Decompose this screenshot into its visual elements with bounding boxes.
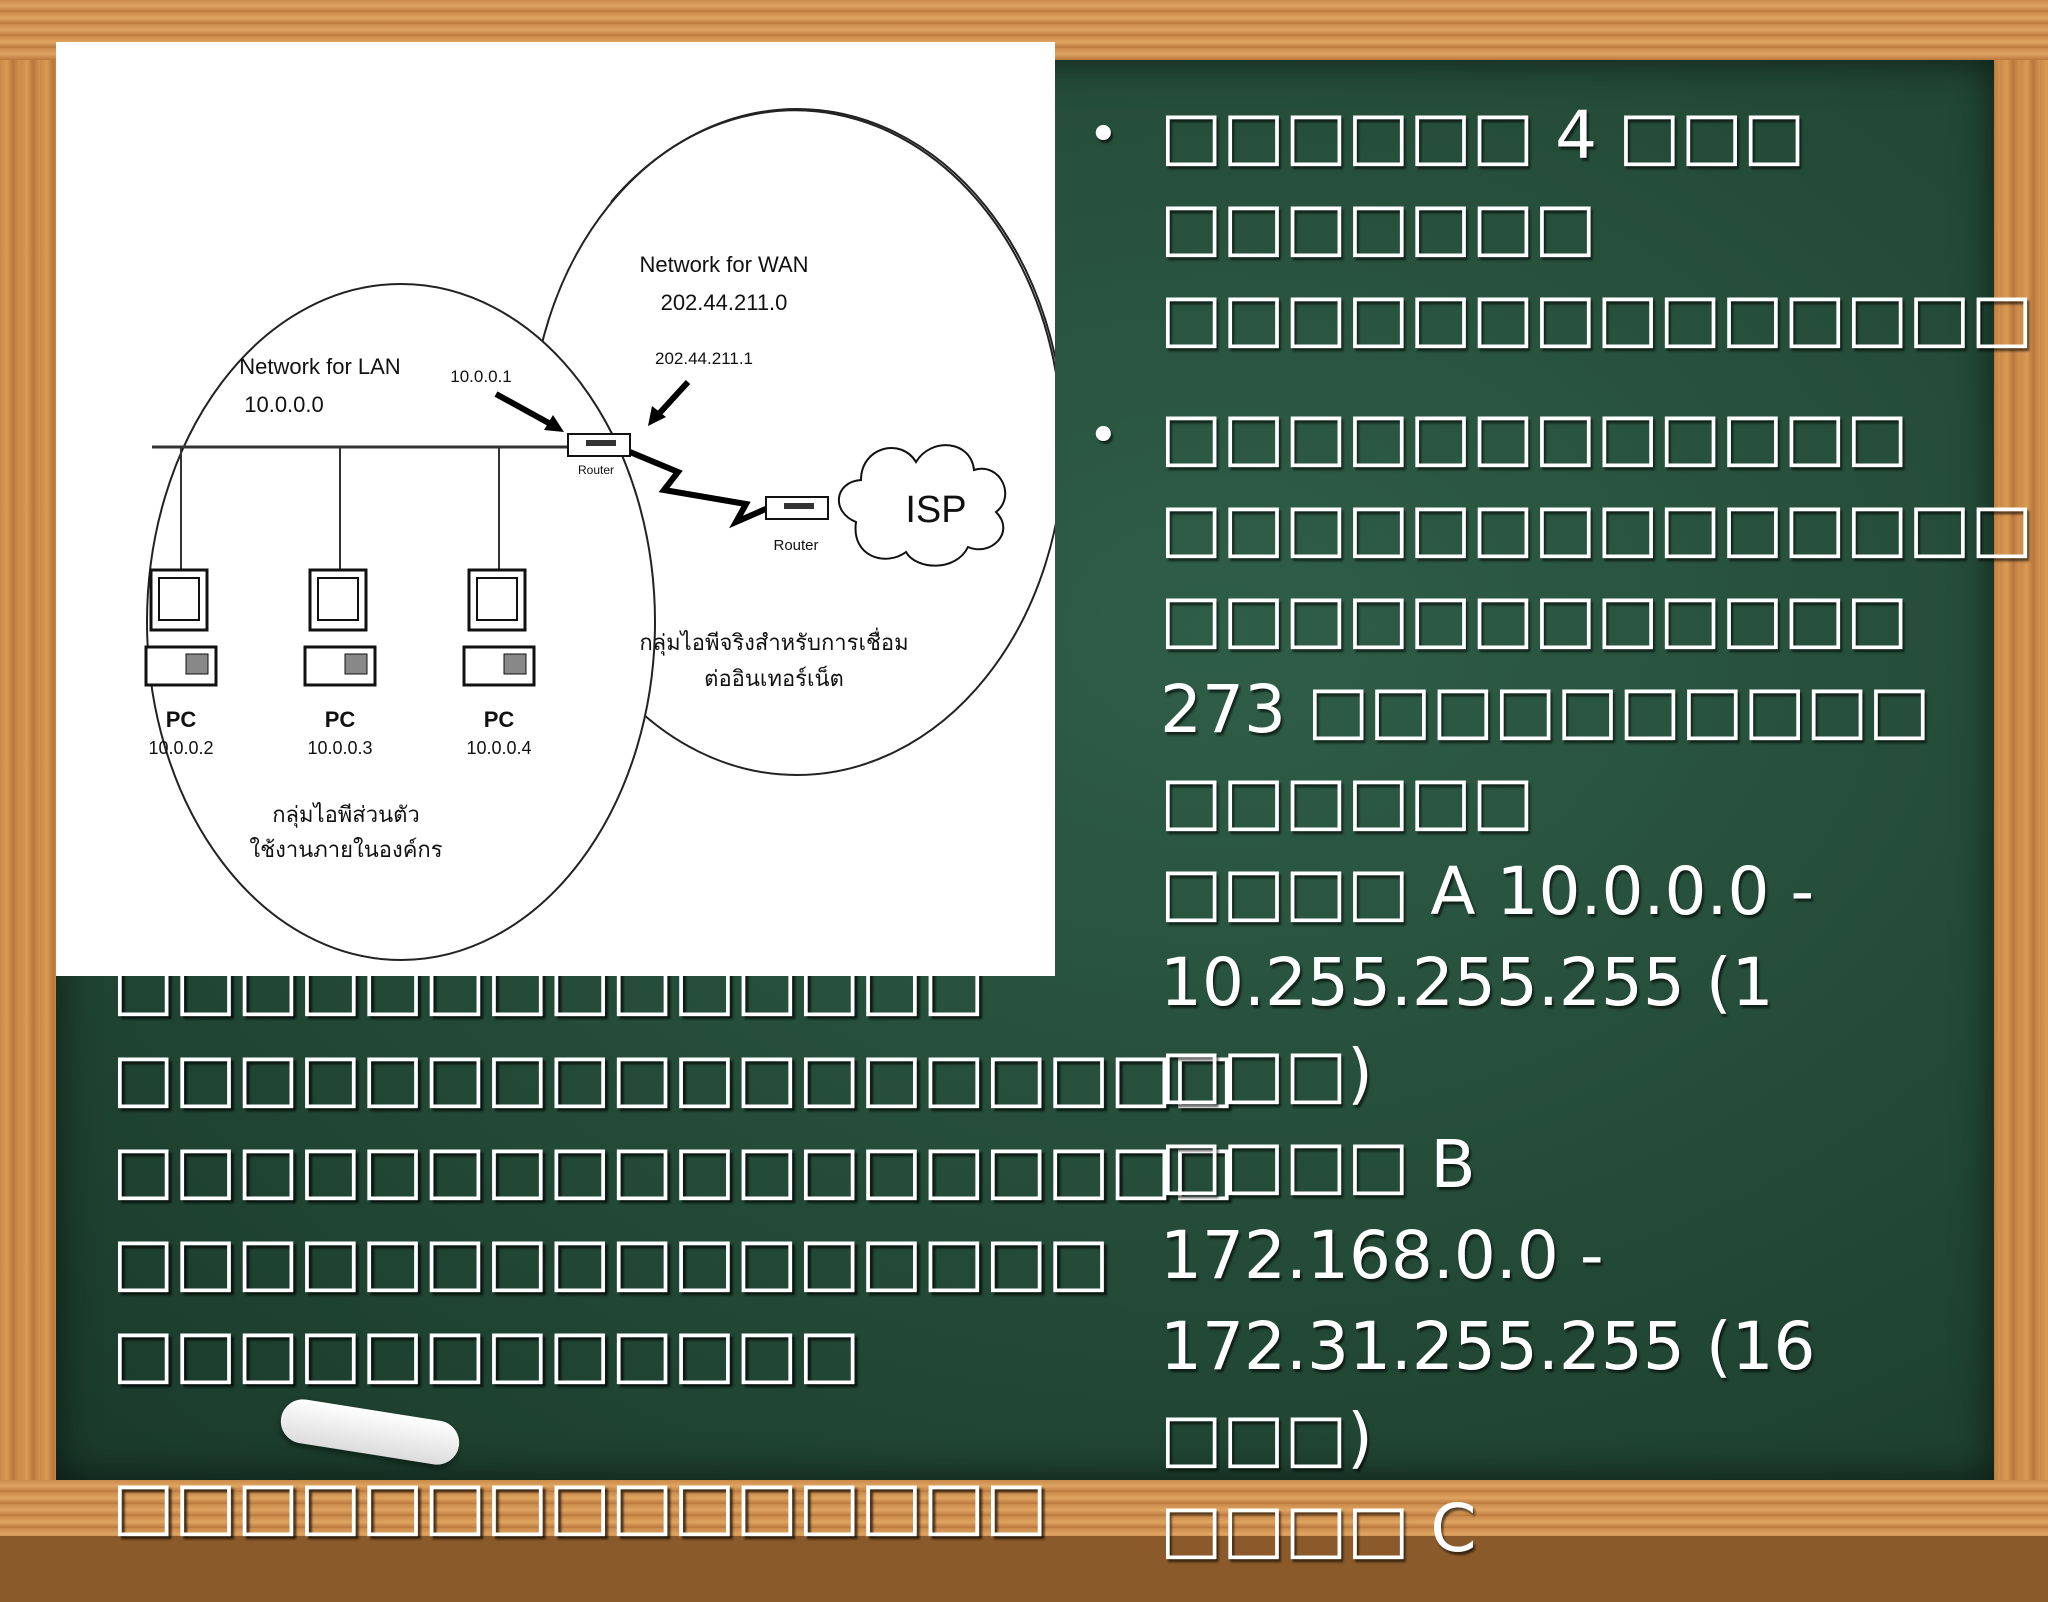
lan-caption-line2: ใช้งานภายในองค์กร — [249, 837, 442, 862]
lan-address: 10.0.0.0 — [244, 392, 324, 417]
bullet-text-line: □□□□□□ 4 □□□ — [1160, 97, 1806, 174]
router-label: Router — [578, 463, 614, 477]
wooden-frame-bottom — [0, 1480, 2048, 1536]
left-text-line — [112, 1400, 1042, 1460]
right-text-block: • □□□□□□ 4 □□□ □□□□□□□ □□□□□□□□□□□□□□ • … — [1070, 90, 2034, 1602]
left-text-line: □□□□□□□□□□□□□□□ — [112, 1467, 1048, 1544]
bullet-icon: • — [1088, 406, 1119, 466]
bullet-text-line: 273 □□□□□□□□□□ — [1160, 671, 1931, 748]
bullet-item: • □□□□□□□□□□□□ □□□□□□□□□□□□□□ □□□□□□□□□□… — [1070, 391, 2034, 1574]
bullet-text-line: □□□□ C — [1160, 1490, 1477, 1567]
bullet-text-line: □□□□□□□ — [1160, 188, 1597, 265]
wan-link-bolt — [628, 449, 770, 529]
left-text-line: □□□□□□□□□□□□□□□□ — [112, 1223, 1110, 1300]
network-diagram: PC 10.0.0.2 PC 10.0.0.3 PC 10.0.0.4 Netw… — [56, 42, 1055, 976]
pc-ip: 10.0.0.2 — [148, 738, 213, 758]
router-lan-ip: 10.0.0.1 — [450, 367, 511, 386]
router-icon — [765, 496, 829, 520]
pc-icon — [303, 568, 377, 687]
bullet-text-line: □□□□ A 10.0.0.0 - — [1160, 853, 1815, 930]
arrow-lan-router — [494, 391, 558, 430]
pc-ip: 10.0.0.4 — [466, 738, 531, 758]
wan-caption-line2: ต่ออินเทอร์เน็ต — [704, 664, 844, 691]
bullet-text-line: □□□□□□ — [1160, 762, 1535, 839]
bullet-text-line: 10.255.255.255 (1 — [1160, 944, 1774, 1021]
lan-caption-line1: กลุ่มไอพีส่วนตัว — [272, 802, 420, 828]
pc-label: PC — [325, 707, 356, 732]
bullet-text-line: 172.31.255.255 (16 — [1160, 1308, 1816, 1385]
router-wan-ip: 202.44.211.1 — [655, 349, 753, 368]
bullet-text-line: □□□□ B — [1160, 1126, 1476, 1203]
bullet-text-line: □□□□□□□□□□□□ — [1160, 580, 1909, 657]
left-text-line: □□□□□□□□□□□□ — [112, 1315, 861, 1392]
bullet-text-line: 172.168.0.0 - — [1160, 1217, 1604, 1294]
left-text-line: □□□□□□□□□□□□□□□□□□ — [112, 1131, 1235, 1208]
bullet-text-line: □□□) — [1160, 1399, 1373, 1476]
wan-address: 202.44.211.0 — [661, 290, 788, 315]
pc-icon — [144, 568, 218, 687]
router-label: Router — [773, 537, 818, 554]
left-text-block: □□□□□□□□□□□□□□ □□□□□□□□□□□□□□□□□□ □□□□□□… — [112, 940, 1235, 1552]
bullet-icon: • — [1088, 105, 1119, 165]
arrow-wan-router — [653, 379, 691, 420]
pc-label: PC — [166, 707, 197, 732]
pc-icon — [462, 568, 536, 687]
bullet-item: • □□□□□□ 4 □□□ □□□□□□□ □□□□□□□□□□□□□□ — [1070, 90, 2034, 363]
bullet-text-line: □□□□□□□□□□□□ — [1160, 398, 1909, 475]
isp-cloud-icon — [838, 444, 1007, 567]
left-text-line: □□□□□□□□□□□□□□□□□□ — [112, 1039, 1235, 1116]
lan-title: Network for LAN — [239, 354, 400, 379]
bullet-text-line: □□□) — [1160, 1035, 1373, 1112]
isp-label: ISP — [905, 489, 966, 531]
bullet-text-line: □□□□□□□□□□□□□□ — [1160, 279, 2034, 356]
wan-caption-line1: กลุ่มไอพีจริงสำหรับการเชื่อม — [639, 627, 908, 656]
lan-network-ellipse — [146, 283, 656, 961]
router-icon — [567, 433, 631, 457]
pc-ip: 10.0.0.3 — [307, 738, 372, 758]
wan-title: Network for WAN — [639, 252, 808, 277]
bullet-text-line: □□□□□□□□□□□□□□ — [1160, 489, 2034, 566]
pc-label: PC — [484, 707, 515, 732]
